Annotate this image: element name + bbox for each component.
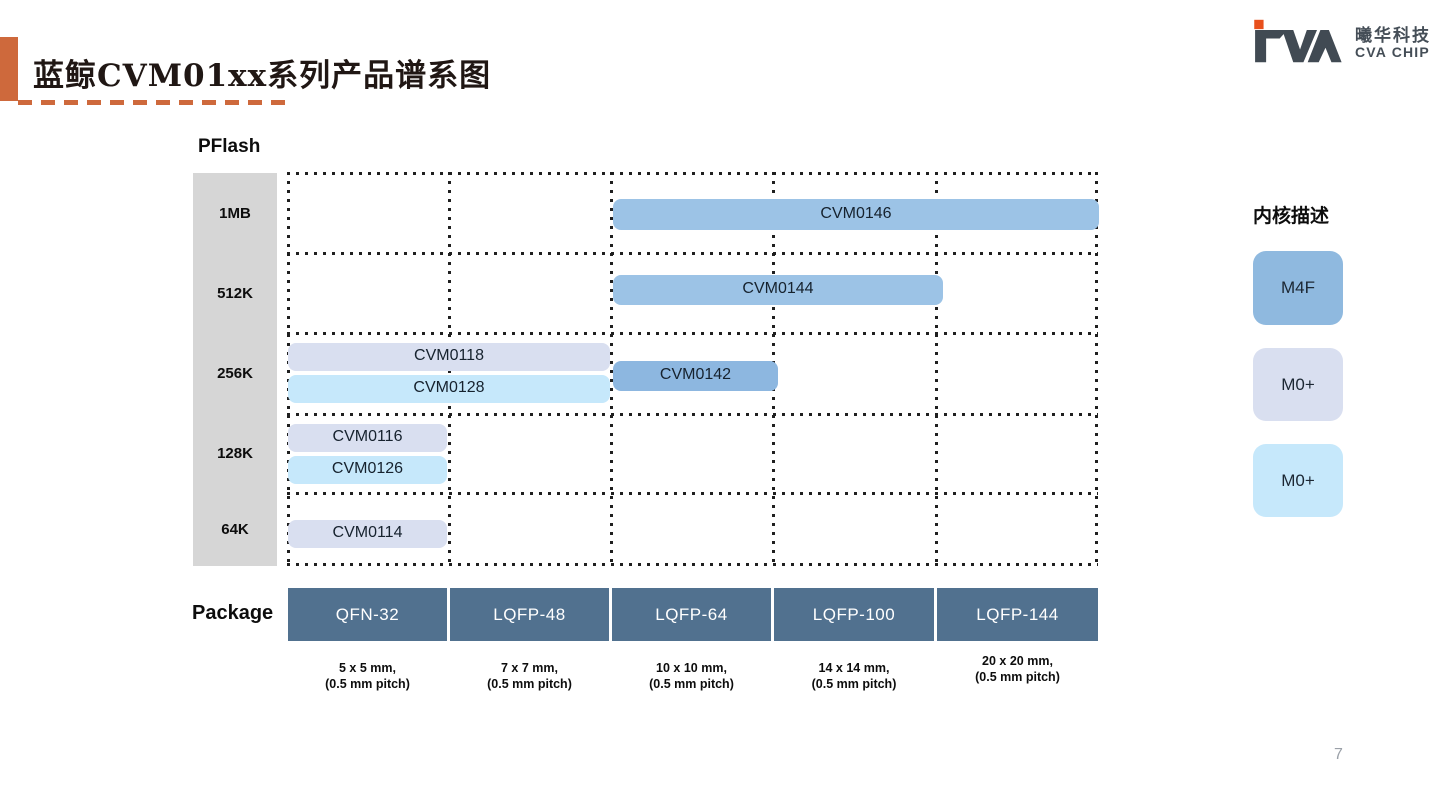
x-axis-title: Package: [192, 602, 274, 624]
package-box-qfn-32: QFN-32: [288, 588, 447, 641]
package-size-caption: 5 x 5 mm, (0.5 mm pitch): [288, 660, 447, 693]
package-size-line1: 10 x 10 mm,: [656, 661, 727, 675]
package-box-label: QFN-32: [335, 604, 400, 624]
package-box-label: LQFP-100: [812, 604, 896, 624]
grid-line: [287, 172, 290, 566]
grid-line: [287, 252, 1098, 255]
grid-line: [1095, 172, 1098, 566]
package-box-lqfp-100: LQFP-100: [774, 588, 934, 641]
package-size-line1: 7 x 7 mm,: [501, 661, 558, 675]
package-size-line2: (0.5 mm pitch): [487, 677, 572, 692]
flash-row-label-256k: 256K: [193, 333, 277, 414]
package-size-caption: 20 x 20 mm, (0.5 mm pitch): [937, 653, 1098, 686]
package-box-label: LQFP-64: [655, 604, 728, 624]
package-size-line1: 14 x 14 mm,: [818, 661, 890, 675]
product-bar-label: CVM0142: [659, 366, 732, 383]
product-bar-cvm0126: CVM0126: [288, 456, 447, 484]
package-size-line1: 20 x 20 mm,: [982, 654, 1053, 668]
package-box-lqfp-144: LQFP-144: [937, 588, 1098, 641]
page-title: 蓝鲸CVM01xx系列产品谱系图: [33, 58, 492, 94]
grid-line: [935, 172, 938, 566]
legend-item-label: M0+: [1281, 470, 1315, 490]
product-bar-label: CVM0116: [332, 428, 403, 445]
product-bar-cvm0114: CVM0114: [288, 520, 447, 548]
grid-line: [287, 172, 1098, 175]
package-size-caption: 10 x 10 mm, (0.5 mm pitch): [612, 660, 771, 693]
package-box-label: LQFP-48: [493, 604, 566, 624]
flash-row-label-64k: 64K: [193, 493, 277, 566]
product-bar-label: CVM0114: [332, 524, 403, 541]
page-number: 7: [1334, 746, 1343, 763]
flash-row-label-1mb: 1MB: [193, 173, 277, 253]
product-bar-cvm0144: CVM0144: [613, 275, 943, 305]
flash-row-label-512k: 512K: [193, 253, 277, 333]
flash-row-label-text: 128K: [217, 445, 253, 462]
package-size-line2: (0.5 mm pitch): [649, 677, 734, 692]
product-bar-label: CVM0126: [331, 460, 404, 477]
product-bar-cvm0142: CVM0142: [613, 361, 778, 391]
package-box-lqfp-48: LQFP-48: [450, 588, 609, 641]
package-size-line2: (0.5 mm pitch): [325, 677, 410, 692]
package-size-line2: (0.5 mm pitch): [811, 677, 897, 692]
legend-title: 内核描述: [1253, 206, 1330, 227]
y-axis-title: PFlash: [198, 136, 261, 157]
product-bar-label: CVM0144: [742, 280, 814, 297]
legend-item-m4f: M4F: [1253, 251, 1343, 325]
company-name-en: CVA CHIP: [1355, 44, 1430, 61]
legend-item-m0plus-1: M0+: [1253, 348, 1343, 421]
package-size-caption: 7 x 7 mm, (0.5 mm pitch): [450, 660, 609, 693]
package-size-caption: 14 x 14 mm, (0.5 mm pitch): [774, 660, 934, 693]
legend-item-label: M4F: [1281, 278, 1315, 297]
product-bar-cvm0118: CVM0118: [288, 343, 610, 371]
company-name-cn: 曦华科技: [1355, 26, 1431, 46]
company-name: 曦华科技 CVA CHIP: [1355, 27, 1431, 60]
package-size-line2: (0.5 mm pitch): [975, 670, 1060, 685]
package-box-lqfp-64: LQFP-64: [612, 588, 771, 641]
title-underline: [18, 100, 292, 105]
package-box-label: LQFP-144: [976, 604, 1059, 624]
product-bar-cvm0116: CVM0116: [288, 424, 447, 452]
grid-line: [287, 332, 1098, 335]
legend-item-m0plus-2: M0+: [1253, 444, 1343, 517]
flash-row-label-text: 512K: [217, 284, 253, 302]
grid-line: [287, 492, 1098, 495]
grid-line: [287, 563, 1098, 566]
company-logo: 曦华科技 CVA CHIP: [1250, 18, 1431, 69]
flash-axis-column: [193, 173, 277, 566]
package-size-line1: 5 x 5 mm,: [339, 661, 396, 675]
product-bar-cvm0128: CVM0128: [288, 375, 610, 403]
legend-item-label: M0+: [1281, 374, 1315, 394]
product-bar-label: CVM0128: [413, 379, 485, 396]
title-accent-bar: [0, 37, 18, 101]
product-bar-label: CVM0118: [414, 347, 484, 364]
product-bar-label: CVM0146: [820, 204, 892, 222]
grid-line: [610, 172, 613, 566]
product-bar-cvm0146: CVM0146: [613, 199, 1099, 230]
flash-row-label-text: 1MB: [219, 204, 251, 222]
flash-row-label-128k: 128K: [193, 414, 277, 493]
flash-row-label-text: 64K: [221, 521, 249, 538]
flash-row-label-text: 256K: [217, 365, 253, 382]
cva-logo-icon: [1250, 18, 1345, 69]
grid-line: [287, 413, 1098, 416]
